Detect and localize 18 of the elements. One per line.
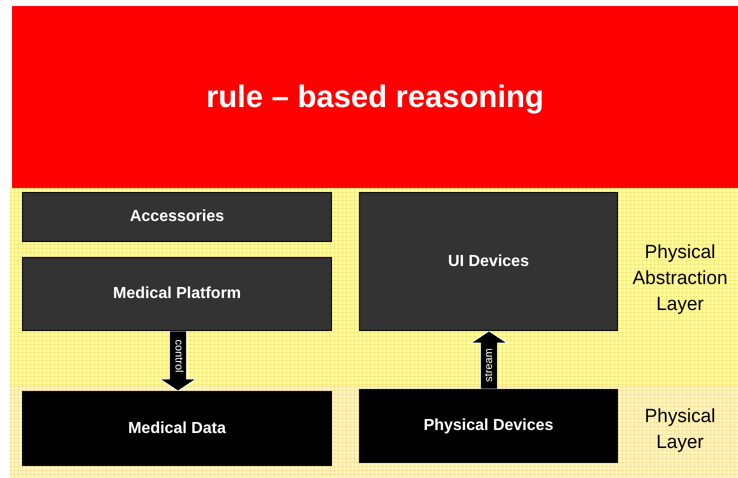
node-label: rule – based reasoning [206,79,544,115]
node-label: Physical Devices [424,417,554,435]
layer-label: Physical Abstraction Layer [631,241,729,317]
component-box [359,192,618,331]
block-arrow [158,330,198,392]
layer-label: Physical Layer [644,405,716,455]
node-label: Accessories [130,208,224,226]
title-band [12,6,738,188]
node-label: Medical Data [128,420,226,438]
edge-label: control [172,339,184,373]
node-label: Medical Platform [112,285,242,303]
edge-label: stream [482,348,495,382]
component-box [22,257,332,331]
component-box [22,391,332,466]
node-label: UI Devices [448,252,529,270]
component-box [359,389,618,463]
block-arrow [470,330,508,390]
component-box [22,192,332,242]
